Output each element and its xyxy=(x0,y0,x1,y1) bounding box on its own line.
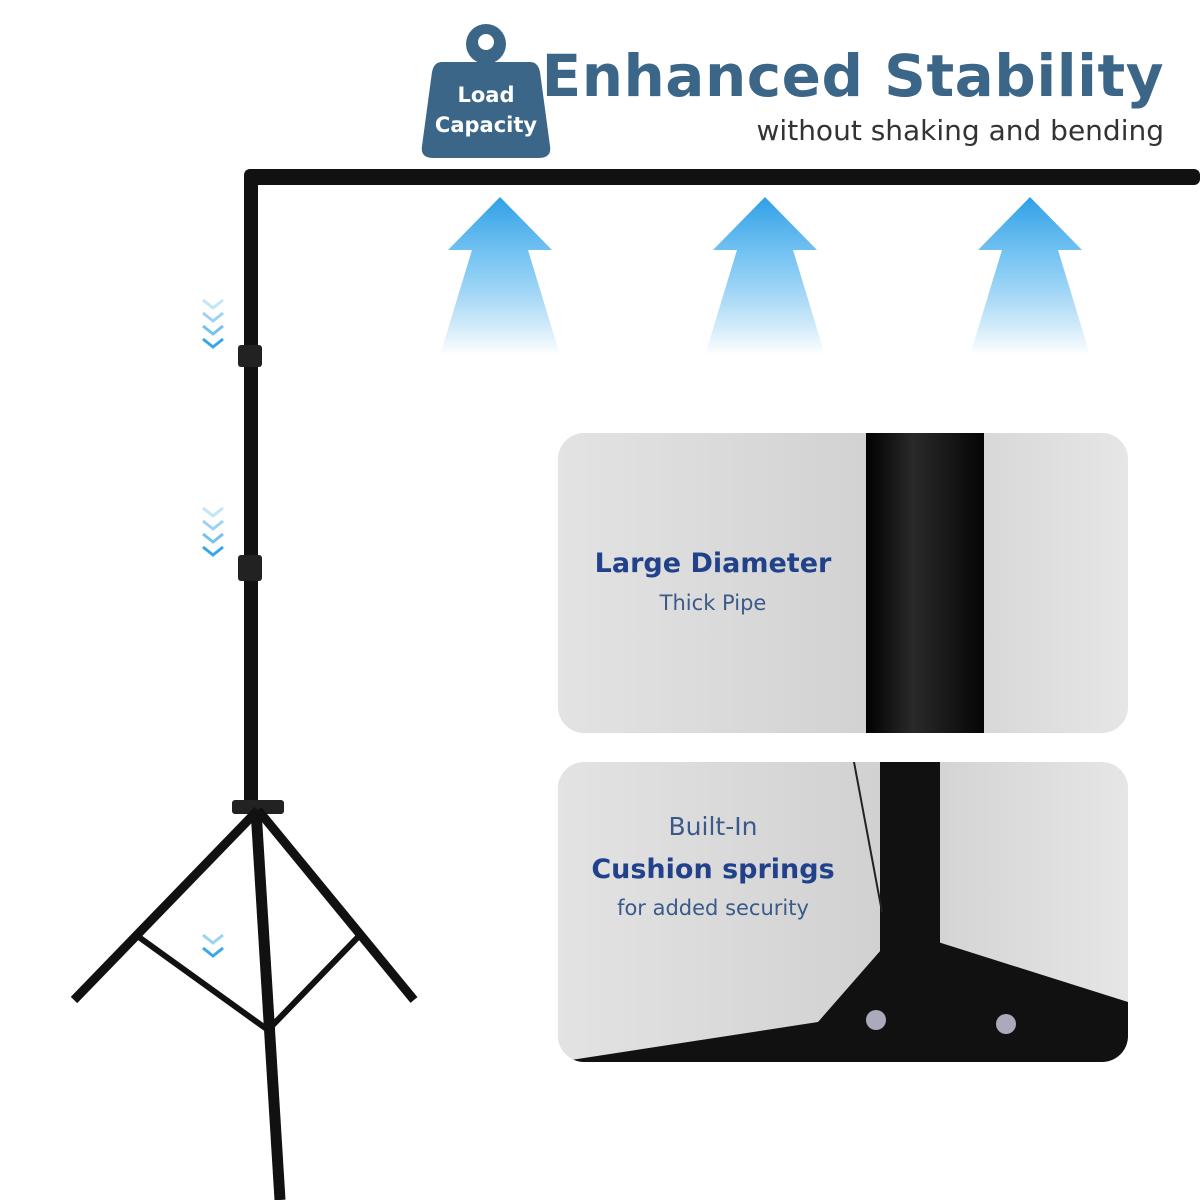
card-title: Cushion springs xyxy=(591,854,835,885)
up-arrow-icon xyxy=(970,197,1090,355)
up-arrow-icon xyxy=(705,197,825,355)
upright-pole xyxy=(244,175,258,805)
card-line1: Built-In xyxy=(668,812,758,841)
crossbar xyxy=(244,169,1200,185)
chevron-down-icon xyxy=(202,298,224,958)
page-subtitle: without shaking and bending xyxy=(756,114,1164,147)
up-arrow-icon xyxy=(440,197,560,355)
tripod-base-closeup xyxy=(558,762,1128,1062)
badge-line2: Capacity xyxy=(434,113,538,137)
card-title: Large Diameter xyxy=(594,548,832,579)
pipe-closeup xyxy=(866,433,984,733)
cushion-springs-card: Built-In Cushion springs for added secur… xyxy=(558,762,1128,1062)
badge-line1: Load xyxy=(457,83,515,107)
load-capacity-badge: Load Capacity xyxy=(420,22,552,158)
page-title: Enhanced Stability xyxy=(541,42,1164,110)
weight-icon xyxy=(421,24,551,158)
card-subtitle: for added security xyxy=(617,896,809,920)
card-subtitle: Thick Pipe xyxy=(659,591,767,615)
large-diameter-card: Large Diameter Thick Pipe xyxy=(558,433,1128,733)
